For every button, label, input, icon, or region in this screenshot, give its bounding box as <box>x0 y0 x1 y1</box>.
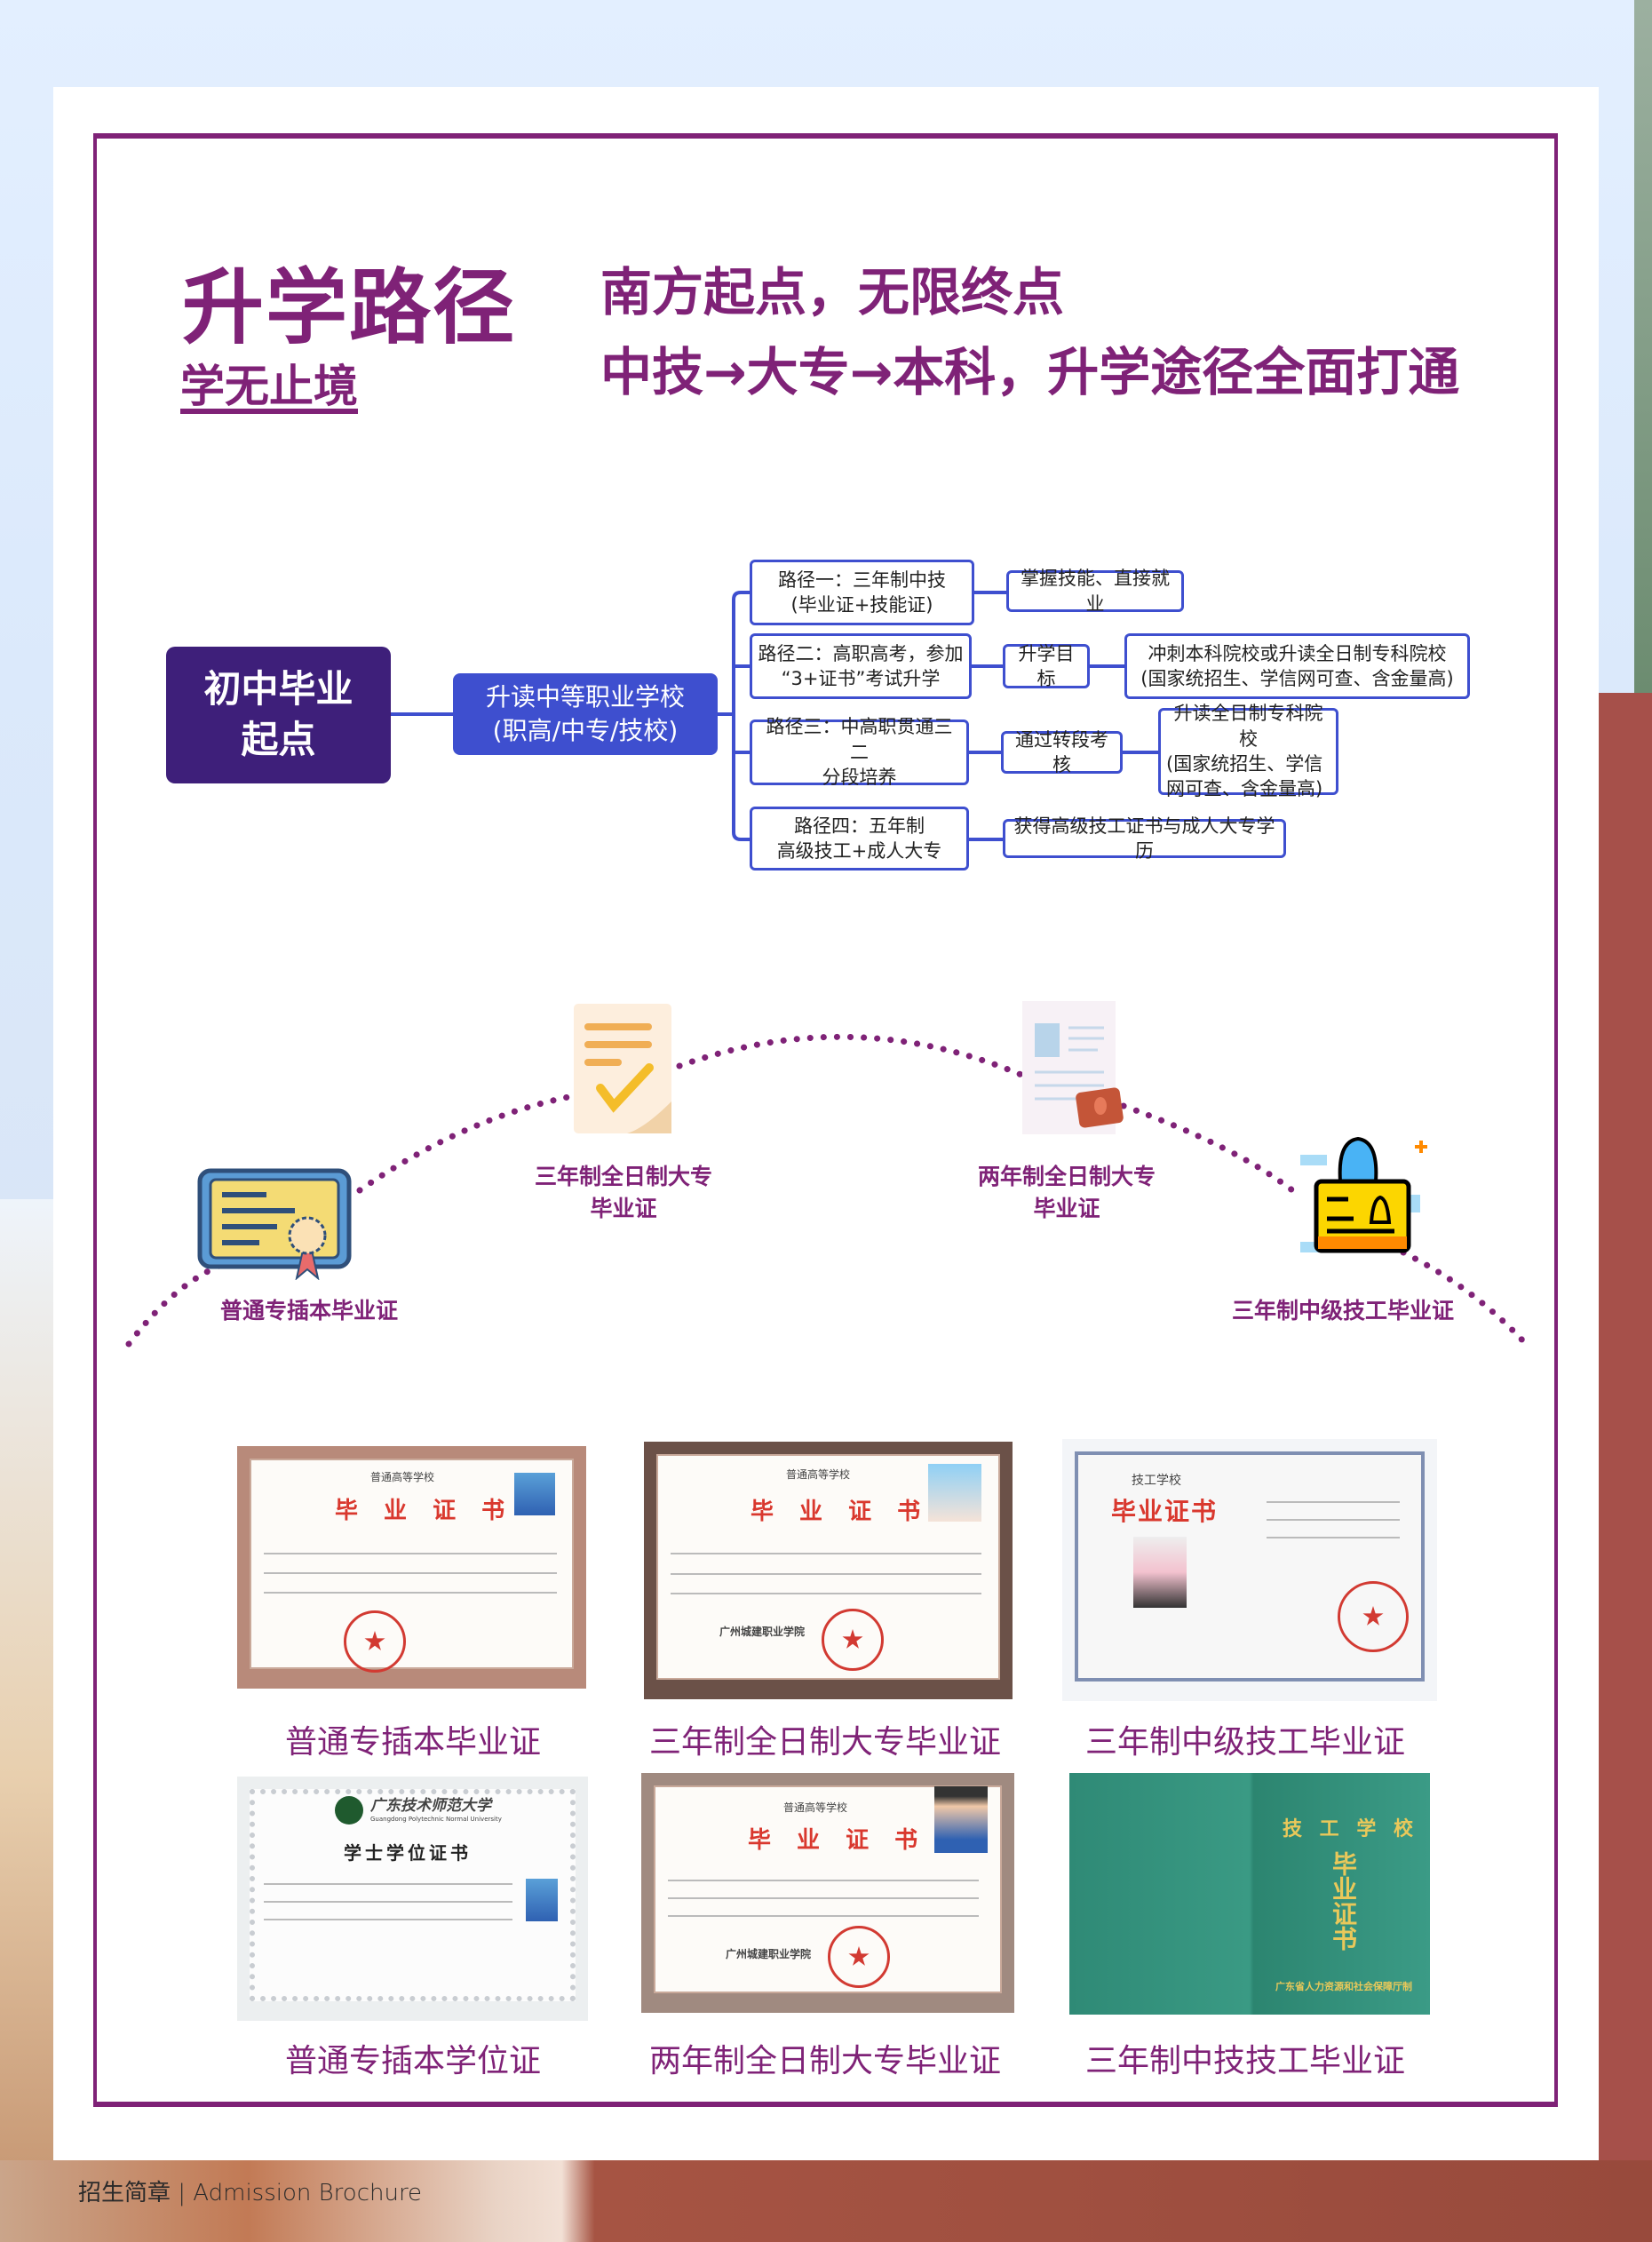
milestone-label-three-year-college: 三年制全日制大专 毕业证 <box>535 1161 712 1226</box>
path-1-outcome: 掌握技能、直接就业 <box>1006 568 1184 615</box>
diploma-icon <box>197 1168 352 1280</box>
caption-two-year-college: 两年制全日制大专毕业证 <box>648 2043 1002 2079</box>
certificate-image-three-year-college: 普通高等学校 毕 业 证 书 广州城建职业学院 <box>644 1442 1013 1699</box>
cert-5-heading: 毕 业 证 书 <box>748 1827 927 1854</box>
caption-technician: 三年制中级技工毕业证 <box>1084 1724 1406 1761</box>
certificate-image-bachelor-degree: 广东技术师范大学 Guangdong Polytechnic Normal Un… <box>237 1777 588 2021</box>
root-node-junior-graduate: 初中毕业 起点 <box>166 647 391 783</box>
cert-6-heading: 毕业证书 <box>1329 1851 1358 1951</box>
cert-4-university: 广东技术师范大学 <box>370 1797 491 1815</box>
cert-4-university-en: Guangdong Polytechnic Normal University <box>370 1816 502 1823</box>
path-4-line-1: 路径四：五年制 <box>794 815 925 837</box>
id-card-stamp-icon <box>1300 1137 1427 1253</box>
university-logo-icon <box>335 1796 363 1825</box>
path-2-line-2: “3+证书”考试升学 <box>781 668 941 689</box>
subtitle-underline <box>180 409 358 414</box>
cert-2-school: 广州城建职业学院 <box>719 1626 806 1638</box>
path-3-line-2: 分段培养 <box>822 767 897 789</box>
path-4-outcome: 获得高级技工证书与成人大专学历 <box>1003 815 1286 862</box>
milestone-label-upgrade-bachelor: 普通专插本毕业证 <box>219 1298 399 1324</box>
node-vocational-line-2: (职高/中专/技校) <box>492 716 679 745</box>
background-bottom <box>0 2160 1652 2242</box>
path-3-outcome-line-2: (国家统招生、学信 <box>1166 753 1323 775</box>
milestone-3-line-2: 毕业证 <box>1033 1196 1100 1222</box>
checked-document-icon <box>574 1004 671 1133</box>
certificate-image-technician: 技工学校 毕业证书 <box>1062 1439 1437 1701</box>
certificate-image-two-year-college: 普通高等学校 毕 业 证 书 广州城建职业学院 <box>641 1773 1014 2013</box>
path-3-outcome-line-3: 网可查、含金量高) <box>1166 778 1323 800</box>
cert-2-heading: 毕 业 证 书 <box>751 1499 930 1525</box>
cert-6-school-type: 技 工 学 校 <box>1283 1818 1418 1841</box>
slogan-line-2: 中技→大专→本科，升学途径全面打通 <box>600 342 1460 402</box>
milestone-2-line-2: 毕业证 <box>590 1196 657 1222</box>
node-vocational-school: 升读中等职业学校 (职高/中专/技校) <box>453 673 718 755</box>
certificate-image-upgrade-diploma: 普通高等学校 毕 业 证 书 <box>237 1446 586 1689</box>
path-2-outcome: 冲刺本科院校或升读全日制专科院校 (国家统招生、学信网可查、含金量高) <box>1124 633 1470 699</box>
cert-1-seal <box>344 1610 406 1673</box>
path-2-outcome-line-2: (国家统招生、学信网可查、含金量高) <box>1140 668 1454 689</box>
path-3-node: 路径三：中高职贯通三二 分段培养 <box>750 716 969 788</box>
cert-1-school-type: 普通高等学校 <box>370 1471 435 1483</box>
cert-2-seal <box>822 1609 884 1671</box>
path-2-step: 升学目标 <box>1003 643 1090 689</box>
background-trees <box>1634 0 1652 693</box>
background-building <box>0 1199 53 2160</box>
cert-4-photo <box>526 1879 558 1921</box>
cert-1-heading: 毕 业 证 书 <box>335 1498 514 1524</box>
caption-three-year-college: 三年制全日制大专毕业证 <box>648 1724 1002 1761</box>
path-3-outcome: 升读全日制专科院校 (国家统招生、学信 网可查、含金量高) <box>1158 703 1338 799</box>
certificate-image-technician-cover: 技 工 学 校 毕业证书 广东省人力资源和社会保障厅制 <box>1069 1773 1430 2015</box>
milestone-label-two-year-college: 两年制全日制大专 毕业证 <box>978 1161 1156 1226</box>
path-4-line-2: 高级技工+成人大专 <box>776 840 942 862</box>
path-2-outcome-line-1: 冲刺本科院校或升读全日制专科院校 <box>1148 642 1447 664</box>
caption-bachelor-degree: 普通专插本学位证 <box>284 2043 542 2079</box>
milestone-2-line-1: 三年制全日制大专 <box>534 1164 713 1189</box>
milestone-3-line-1: 两年制全日制大专 <box>977 1164 1156 1189</box>
stamped-document-icon <box>1022 1001 1124 1134</box>
path-3-step: 通过转段考核 <box>1001 729 1123 775</box>
path-4-node: 路径四：五年制 高级技工+成人大专 <box>750 807 969 871</box>
path-1-node: 路径一：三年制中技 (毕业证+技能证) <box>750 560 974 625</box>
page-title: 升学路径 <box>182 260 517 355</box>
cert-6-issuer: 广东省人力资源和社会保障厅制 <box>1275 1981 1412 1992</box>
content-frame <box>93 133 1558 2107</box>
path-2-line-1: 路径二：高职高考，参加 <box>758 642 964 664</box>
cert-4-heading: 学士学位证书 <box>344 1842 472 1864</box>
background-wall <box>1599 693 1652 2242</box>
cert-3-seal <box>1338 1581 1409 1652</box>
path-2-node: 路径二：高职高考，参加 “3+证书”考试升学 <box>750 633 972 699</box>
path-1-line-2: (毕业证+技能证) <box>790 594 933 616</box>
cert-1-photo <box>514 1473 555 1515</box>
cert-3-heading: 毕业证书 <box>1111 1497 1219 1526</box>
caption-technician-cover: 三年制中技技工毕业证 <box>1084 2043 1406 2079</box>
root-line-2: 起点 <box>241 718 316 761</box>
slogan-line-1: 南方起点，无限终点 <box>600 262 1065 322</box>
path-3-line-1: 路径三：中高职贯通三二 <box>766 716 953 763</box>
page-subtitle: 学无止境 <box>180 361 358 412</box>
cert-2-photo <box>928 1464 981 1522</box>
cert-5-school: 广州城建职业学院 <box>726 1948 812 1960</box>
cert-5-seal <box>828 1926 890 1988</box>
cert-3-photo <box>1133 1537 1187 1608</box>
milestone-label-technician: 三年制中级技工毕业证 <box>1231 1298 1455 1324</box>
cert-5-school-type: 普通高等学校 <box>783 1801 848 1814</box>
cert-3-school-type: 技工学校 <box>1132 1474 1181 1488</box>
footer-brochure-label: 招生简章 | Admission Brochure <box>78 2180 423 2206</box>
cert-2-school-type: 普通高等学校 <box>786 1468 851 1481</box>
cert-5-photo <box>934 1786 988 1853</box>
root-line-1: 初中毕业 <box>203 667 353 712</box>
node-vocational-line-1: 升读中等职业学校 <box>485 682 685 712</box>
path-1-line-1: 路径一：三年制中技 <box>778 568 946 591</box>
caption-upgrade-diploma: 普通专插本毕业证 <box>284 1724 542 1761</box>
path-3-outcome-line-1: 升读全日制专科院校 <box>1173 703 1323 750</box>
